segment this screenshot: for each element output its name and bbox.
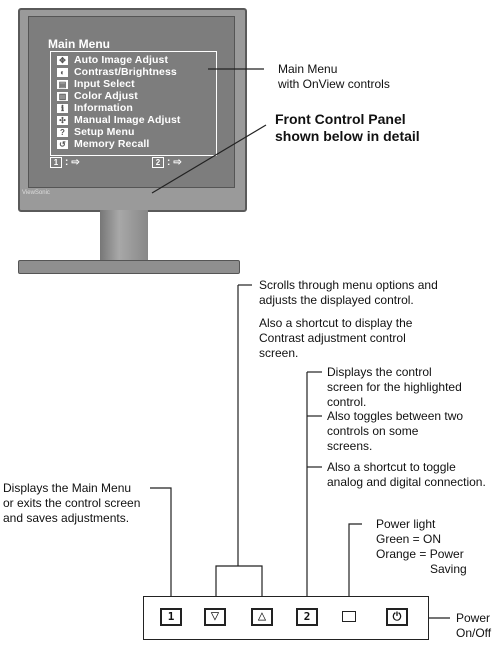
menu-item-information[interactable]: ℹ Information bbox=[57, 103, 133, 114]
front-panel-callout: Front Control Panel shown below in detai… bbox=[275, 111, 420, 144]
menu-item-setup-menu[interactable]: ? Setup Menu bbox=[57, 127, 135, 138]
menu-button-1[interactable]: 1 bbox=[160, 608, 182, 626]
up-arrow-button[interactable]: △ bbox=[251, 608, 273, 626]
shortcut-callout: Also a shortcut to toggle analog and dig… bbox=[327, 460, 486, 489]
menu-item-input-select[interactable]: ▤ Input Select bbox=[57, 78, 135, 90]
menu-box: ✥ Auto Image Adjust ◐ Contrast/Brightnes… bbox=[50, 51, 217, 156]
menu-item-auto-image-adjust[interactable]: ✥ Auto Image Adjust bbox=[57, 55, 168, 66]
auto-adjust-icon: ✥ bbox=[57, 56, 68, 65]
power-button[interactable]: ⏻ bbox=[386, 608, 408, 626]
input-select-icon: ▤ bbox=[57, 80, 68, 89]
memory-recall-icon: ↺ bbox=[57, 140, 68, 149]
footer-colon-left: : bbox=[65, 157, 69, 168]
color-adjust-icon: ▥ bbox=[57, 92, 68, 101]
power-callout: Power On/Off bbox=[456, 611, 492, 640]
footer-key-2: 2 bbox=[152, 157, 164, 168]
monitor-screen bbox=[28, 16, 235, 188]
front-control-panel bbox=[143, 596, 429, 640]
menu-item-manual-image-adjust[interactable]: ✣ Manual Image Adjust bbox=[57, 115, 181, 126]
scroll-callout: Scrolls through menu options and adjusts… bbox=[259, 278, 438, 360]
footer-colon-right: : bbox=[167, 157, 171, 168]
menu-item-color-adjust[interactable]: ▥ Color Adjust bbox=[57, 90, 138, 102]
setup-menu-icon: ? bbox=[57, 128, 68, 137]
menu-title: Main Menu bbox=[48, 37, 110, 51]
brand-logo: ViewSonic bbox=[22, 190, 50, 196]
onview-main-menu: Main Menu ✥ Auto Image Adjust ◐ Contrast… bbox=[40, 35, 220, 175]
front-panel-leader bbox=[151, 124, 267, 194]
monitor-base bbox=[18, 260, 240, 274]
menu-footer-left: 1 : ⇨ bbox=[50, 157, 80, 168]
toggle-callout: Also toggles between two controls on som… bbox=[327, 409, 464, 453]
footer-key-1: 1 bbox=[50, 157, 62, 168]
exit-icon: ⇨ bbox=[71, 157, 80, 168]
down-arrow-button[interactable]: ▽ bbox=[204, 608, 226, 626]
menu-footer-right: 2 : ⇨ bbox=[152, 157, 182, 168]
power-light-leader bbox=[348, 523, 362, 607]
menu-button-leader bbox=[150, 487, 172, 604]
enter-icon: ⇨ bbox=[173, 157, 182, 168]
manual-adjust-icon: ✣ bbox=[57, 116, 68, 125]
contrast-brightness-icon: ◐ bbox=[57, 68, 68, 77]
scroll-bracket bbox=[215, 565, 263, 604]
menu-button-callout: Displays the Main Menu or exits the cont… bbox=[3, 481, 141, 525]
power-light-callout: Power light Green = ON Orange = Power Sa… bbox=[376, 517, 467, 576]
monitor-neck bbox=[100, 210, 148, 262]
main-menu-callout: Main Menu with OnView controls bbox=[278, 62, 390, 91]
power-light-indicator bbox=[342, 611, 356, 622]
select-button-2[interactable]: 2 bbox=[296, 608, 318, 626]
menu-item-memory-recall[interactable]: ↺ Memory Recall bbox=[57, 139, 149, 150]
select-callout: Displays the control screen for the high… bbox=[327, 365, 462, 409]
information-icon: ℹ bbox=[57, 104, 68, 113]
menu-item-contrast-brightness[interactable]: ◐ Contrast/Brightness bbox=[57, 67, 177, 78]
